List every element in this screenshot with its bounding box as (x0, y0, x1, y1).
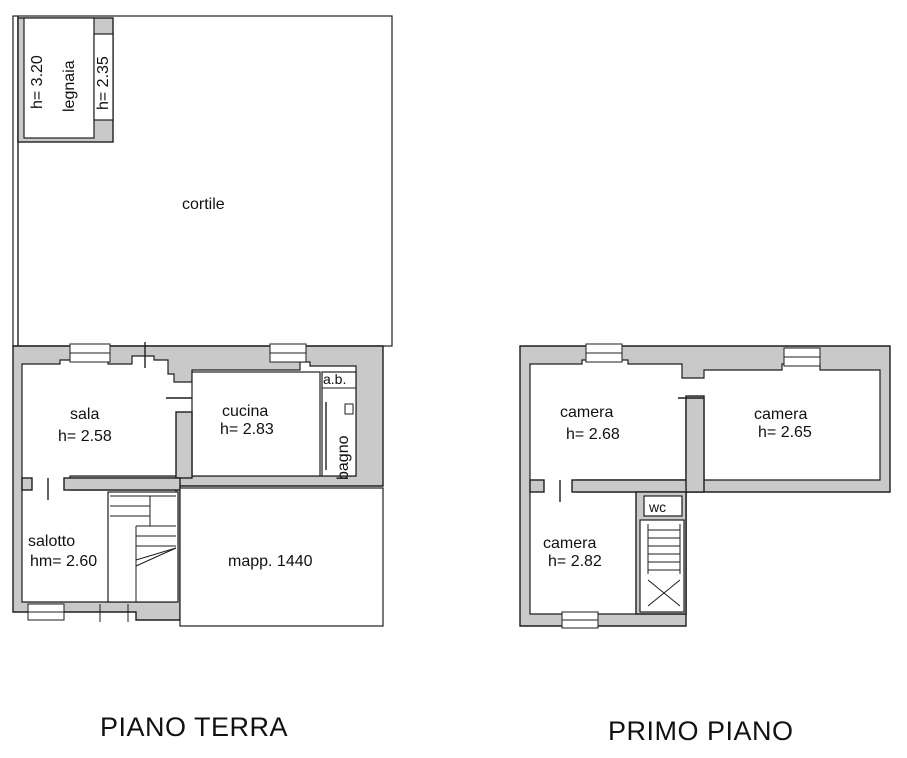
legnaia-label: legnaia (61, 60, 78, 112)
first-floor-windows (559, 343, 821, 629)
primo-piano-title: PRIMO PIANO (608, 716, 794, 746)
first-floor-stairs (647, 524, 681, 607)
mapp-label: mapp. 1440 (228, 553, 313, 570)
sala-height-label: h= 2.58 (58, 428, 112, 445)
salotto-height-label: hm= 2.60 (30, 553, 97, 570)
cucina-height-label: h= 2.83 (220, 421, 274, 438)
cucina-label: cucina (222, 403, 268, 420)
bagno-fixtures (322, 387, 356, 470)
sala-label: sala (70, 406, 99, 423)
ground-stairs (110, 495, 177, 602)
first-floor-plan: camera h= 2.68 camera h= 2.65 camera h= … (519, 343, 891, 629)
legnaia-h2-label: h= 2.35 (95, 56, 112, 110)
camera-2-height-label: h= 2.65 (758, 424, 812, 441)
camera-1-label: camera (560, 404, 613, 421)
camera-1-height-label: h= 2.68 (566, 426, 620, 443)
legnaia-h1-label: h= 3.20 (29, 55, 46, 109)
wc-label: wc (648, 499, 666, 515)
ground-house-walls (12, 345, 384, 621)
ground-windows (27, 342, 307, 622)
piano-terra-title: PIANO TERRA (100, 712, 288, 742)
camera-2-label: camera (754, 406, 807, 423)
ab-label: a.b. (323, 371, 346, 387)
camera-3-height-label: h= 2.82 (548, 553, 602, 570)
camera-3-label: camera (543, 535, 596, 552)
legnaia-room (17, 17, 114, 143)
mapp-1440-area (179, 487, 384, 627)
ground-floor-plan: h= 3.20 legnaia h= 2.35 cortile sala h= … (12, 15, 393, 627)
bagno-label: bagno (335, 435, 352, 480)
salotto-label: salotto (28, 533, 75, 550)
cortile-label: cortile (182, 196, 225, 213)
